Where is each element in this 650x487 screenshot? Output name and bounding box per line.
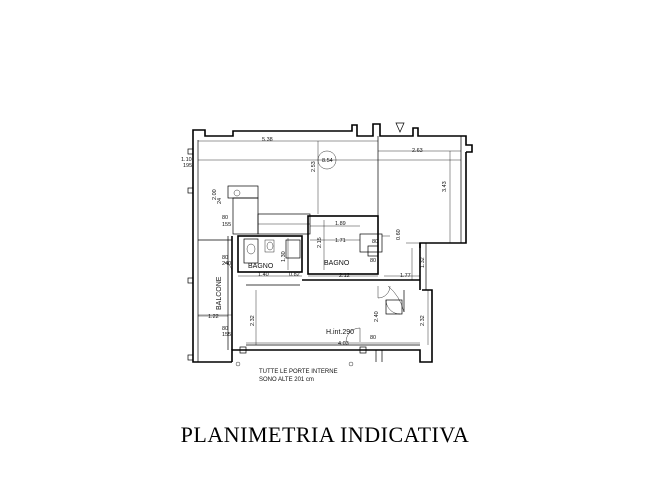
dim-200: 2.00: [212, 189, 218, 200]
dim-80-a: 80: [222, 215, 228, 221]
dimension-lines: [198, 140, 461, 345]
outer-walls: [187, 123, 473, 363]
note-line-2: SONO ALTE 201 cm: [259, 377, 314, 383]
dim-top-width: 5.38: [262, 137, 273, 143]
dim-140: 1.40: [258, 272, 269, 278]
dim-155-b: 155: [222, 332, 231, 338]
room-labels: BAGNO BAGNO BALCONE H.int.290: [216, 260, 354, 336]
dim-24: 24: [217, 198, 223, 204]
dim-189: 1.89: [335, 221, 346, 227]
dim-082: 0.82: [289, 272, 300, 278]
dim-232-left: 2.32: [250, 315, 256, 326]
dim-left-110: 1.10: [181, 157, 192, 163]
room-label-height: H.int.290: [326, 329, 354, 336]
room-label-balcone: BALCONE: [216, 276, 223, 310]
dim-122: 1.22: [208, 314, 219, 320]
dim-177: 1.77: [400, 273, 411, 279]
dim-80-d: 80: [222, 326, 228, 332]
room-label-bagno-1: BAGNO: [248, 263, 274, 270]
dim-132: 1.32: [420, 257, 426, 268]
dim-top-right: 2.63: [412, 148, 423, 154]
dim-80-f: 80: [372, 239, 378, 245]
dim-155-a: 155: [222, 222, 231, 228]
dim-right-height: 3.43: [442, 181, 448, 192]
dim-diagonal: 2.53: [311, 161, 317, 172]
door-note: TUTTE LE PORTE INTERNE SONO ALTE 201 cm: [259, 369, 338, 383]
dim-403: 4.03: [338, 341, 349, 347]
door-swings: [223, 261, 405, 343]
main-room: [246, 136, 427, 290]
dim-130: 1.30: [281, 251, 287, 262]
balcony-area: [198, 236, 233, 350]
dimension-labels: 5.38 2.63 8.54 2.53 3.43 1.10 195 24 80 …: [181, 137, 448, 347]
dim-80-b: 80: [370, 258, 376, 264]
dim-left-195: 195: [183, 163, 192, 169]
bathroom-1: [237, 235, 303, 273]
room-label-bagno-2: BAGNO: [324, 260, 350, 267]
dim-240-small: 2.40: [374, 311, 380, 322]
dim-212: 2.12: [339, 273, 350, 279]
bottom-markers: [235, 346, 383, 367]
dim-215: 2.15: [317, 237, 323, 248]
note-line-1: TUTTE LE PORTE INTERNE: [259, 369, 338, 375]
dim-060: 0.60: [396, 229, 402, 240]
dim-240: 240: [222, 261, 231, 267]
bathroom-2: [307, 215, 390, 275]
plan-caption: PLANIMETRIA INDICATIVA: [180, 422, 470, 447]
dim-80-e: 80: [370, 335, 376, 341]
kitchen-block: [227, 185, 311, 235]
dim-80-c: 80: [222, 255, 228, 261]
dim-171: 1.71: [335, 238, 346, 244]
north-marker-icon: [395, 122, 405, 133]
dim-circle: 8.54: [322, 158, 333, 164]
dim-232-right: 2.32: [420, 315, 426, 326]
